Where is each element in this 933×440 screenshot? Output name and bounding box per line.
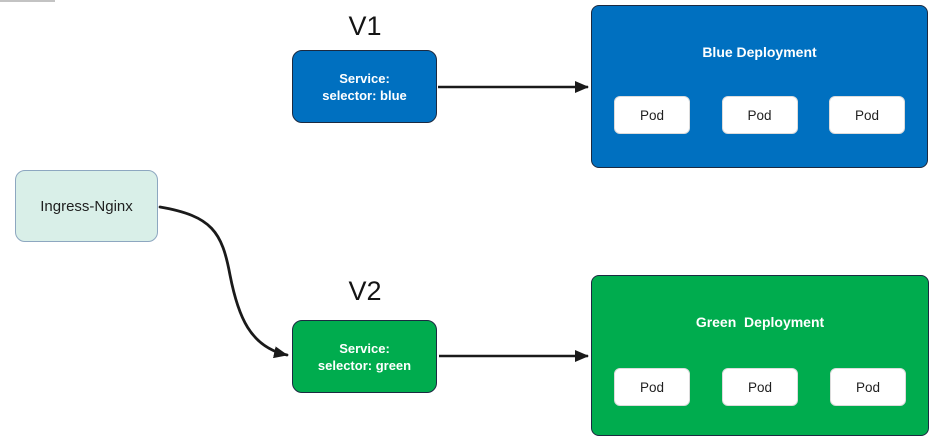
ingress-nginx-label: Ingress-Nginx xyxy=(40,197,133,215)
green-deployment-node: Green Deployment Pod Pod Pod xyxy=(591,275,929,436)
green-deployment-title: Green Deployment xyxy=(695,314,825,330)
arrow-ingress-to-green-service xyxy=(158,205,289,359)
pod-node: Pod xyxy=(614,368,690,406)
blue-deployment-node: Blue Deployment Pod Pod Pod xyxy=(591,5,928,168)
green-deployment-pods-row: Pod Pod Pod xyxy=(592,368,928,406)
pod-node: Pod xyxy=(722,368,798,406)
pod-node: Pod xyxy=(614,96,690,134)
pod-node: Pod xyxy=(830,368,906,406)
blue-service-node: Service: selector: blue xyxy=(292,50,437,123)
pod-node: Pod xyxy=(829,96,905,134)
green-service-line1: Service: xyxy=(339,340,390,356)
blue-service-line2: selector: blue xyxy=(322,87,407,103)
blue-service-line1: Service: xyxy=(339,70,390,86)
green-service-node: Service: selector: green xyxy=(292,320,437,393)
green-service-line2: selector: green xyxy=(317,357,412,373)
pod-node: Pod xyxy=(721,96,798,134)
v1-version-label: V1 xyxy=(348,11,382,41)
v2-version-label: V2 xyxy=(348,276,382,306)
ingress-nginx-node: Ingress-Nginx xyxy=(15,170,158,242)
screen-edge-artifact xyxy=(0,0,55,2)
blue-deployment-title: Blue Deployment xyxy=(702,44,817,60)
blue-deployment-pods-row: Pod Pod Pod xyxy=(592,96,927,134)
